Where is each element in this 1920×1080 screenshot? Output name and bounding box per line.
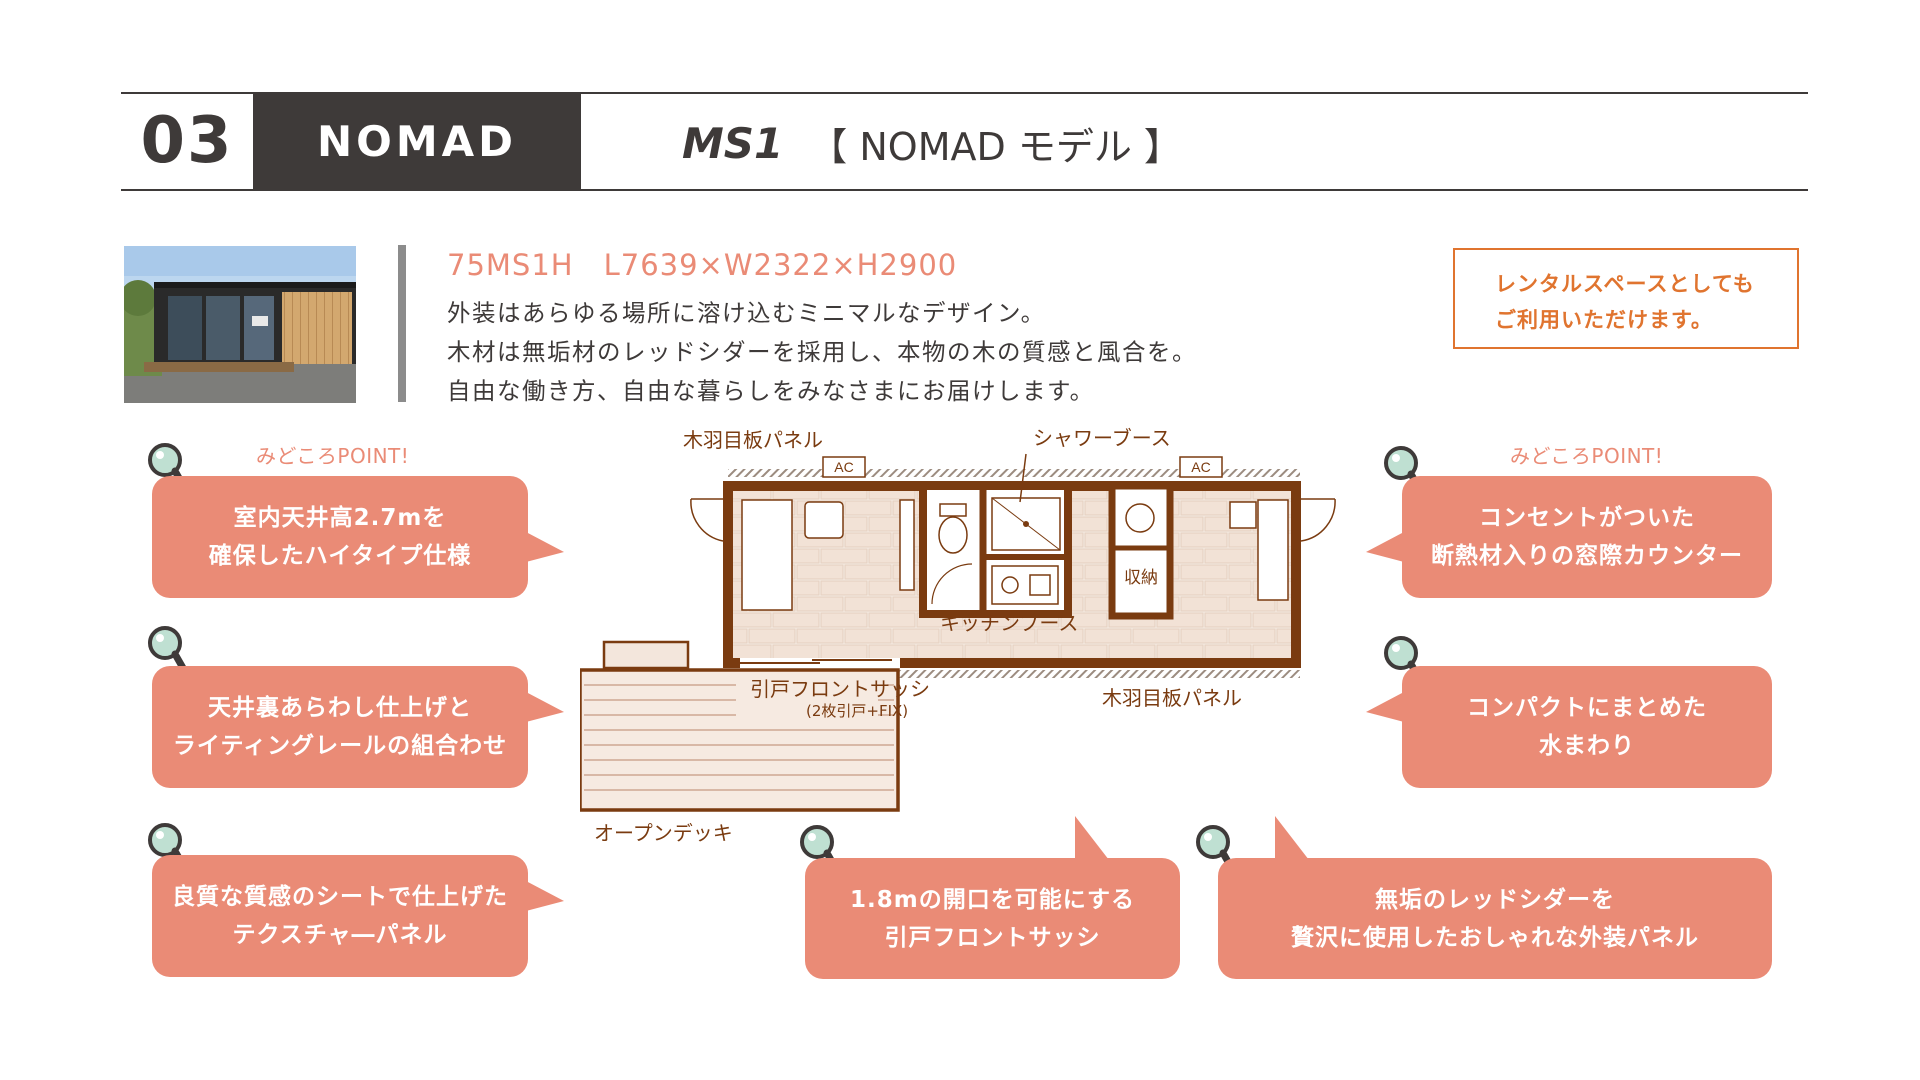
bubble-tail xyxy=(526,532,564,562)
feature-text: コンセントがついた xyxy=(1479,505,1695,531)
description-line-2: 木材は無垢材のレッドシダーを採用し、本物の木の質感と風合を。 xyxy=(447,338,1197,366)
bubble-tail xyxy=(1366,532,1404,562)
feature-text: 引戸フロントサッシ xyxy=(884,924,1101,951)
product-photo xyxy=(124,246,356,403)
feature-text: 良質な質感のシートで仕上げた xyxy=(172,884,508,910)
feature-text: ライティングレールの組合わせ xyxy=(172,733,508,759)
wood-panel-bottom-label: 木羽目板パネル xyxy=(1102,686,1242,710)
feature-bubble-window-counter: コンセントがついた 断熱材入りの窓際カウンター xyxy=(1402,476,1772,598)
feature-bubble-cedar-panel: 無垢のレッドシダーを 贅沢に使用したおしゃれな外装パネル xyxy=(1218,858,1772,979)
feature-text: 無垢のレッドシダーを xyxy=(1375,886,1615,913)
feature-bubble-texture-panel: 良質な質感のシートで仕上げた テクスチャ―パネル xyxy=(152,855,528,977)
kitchen-booth-label: キッチンブース xyxy=(940,611,1078,635)
ac-label-right: AC xyxy=(1191,459,1210,475)
bubble-tail xyxy=(526,881,564,911)
rental-note-line-2: ご利用いただけます。 xyxy=(1495,308,1713,332)
feature-text: 1.8mの開口を可能にする xyxy=(850,886,1135,913)
magnifier-icon xyxy=(1193,822,1243,880)
feature-text: 贅沢に使用したおしゃれな外装パネル xyxy=(1291,924,1699,951)
feature-text: 天井裏あらわし仕上げと xyxy=(208,695,472,721)
bubble-tail xyxy=(1275,816,1309,860)
category-label: NOMAD xyxy=(253,92,581,190)
sliding-sash-label: 引戸フロントサッシ xyxy=(750,677,930,701)
description-line-1: 外装はあらゆる場所に溶け込むミニマルなデザイン。 xyxy=(447,299,1046,327)
feature-text: 水まわり xyxy=(1539,733,1635,759)
section-number: 03 xyxy=(140,104,234,178)
point-label-left: みどころPOINT! xyxy=(256,444,410,468)
feature-text: テクスチャ―パネル xyxy=(232,922,448,948)
model-title: MS1 【 NOMAD モデル 】 xyxy=(682,112,1182,174)
header-bottom-rule xyxy=(121,189,1808,191)
model-name: 【 NOMAD モデル 】 xyxy=(809,124,1182,169)
feature-text: 室内天井高2.7mを xyxy=(233,505,447,531)
magnifier-icon xyxy=(1381,633,1431,691)
feature-text: コンパクトにまとめた xyxy=(1467,695,1707,721)
floor-plan: AC AC xyxy=(578,420,1370,860)
feature-text: 確保したハイタイプ仕様 xyxy=(208,543,472,569)
header-top-rule xyxy=(121,92,1808,94)
feature-bubble-front-sash: 1.8mの開口を可能にする 引戸フロントサッシ xyxy=(805,858,1180,979)
open-deck-label: オープンデッキ xyxy=(594,821,733,845)
bubble-tail xyxy=(1075,816,1109,860)
feature-text: 断熱材入りの窓際カウンター xyxy=(1431,543,1743,569)
feature-bubble-ceiling-height: 室内天井高2.7mを 確保したハイタイプ仕様 xyxy=(152,476,528,598)
feature-bubble-ceiling-lighting: 天井裏あらわし仕上げと ライティングレールの組合わせ xyxy=(152,666,528,788)
description-line-3: 自由な働き方、自由な暮らしをみなさまにお届けします。 xyxy=(447,377,1095,405)
ac-label-left: AC xyxy=(834,459,853,475)
feature-bubble-water-area: コンパクトにまとめた 水まわり xyxy=(1402,666,1772,788)
sliding-sash-note: (2枚引戸+FIX) xyxy=(806,702,908,720)
rental-note-line-1: レンタルスペースとしても xyxy=(1495,272,1755,296)
model-code: MS1 xyxy=(682,118,784,168)
shower-booth-label: シャワーブース xyxy=(1033,426,1171,450)
product-spec: 75MS1H L7639×W2322×H2900 xyxy=(447,248,958,282)
storage-label: 収納 xyxy=(1124,568,1158,588)
wood-panel-top-label: 木羽目板パネル xyxy=(683,428,823,452)
accent-divider xyxy=(398,245,406,402)
rental-note-box: レンタルスペースとしても ご利用いただけます。 xyxy=(1453,248,1799,349)
bubble-tail xyxy=(526,692,564,722)
point-label-right: みどころPOINT! xyxy=(1510,444,1664,468)
bubble-tail xyxy=(1366,692,1404,722)
